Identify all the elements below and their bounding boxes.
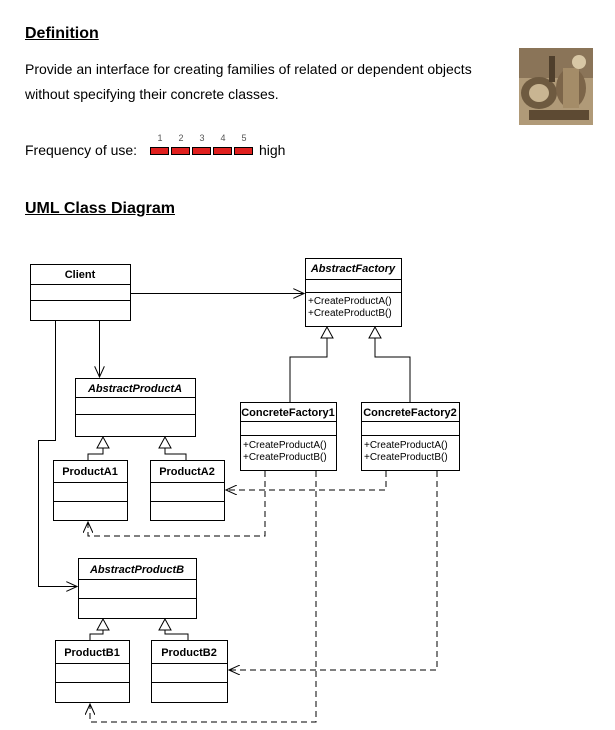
client-associations <box>38 294 305 587</box>
abstract-factory-name: AbstractFactory <box>310 263 396 275</box>
abstract-factory-op-b: +CreateProductB() <box>308 308 392 319</box>
frequency-scale-3: 3 <box>199 133 205 143</box>
abstract-product-a-class <box>75 378 196 437</box>
frequency-segment <box>171 147 190 155</box>
concrete-factory1-op-b: +CreateProductB() <box>243 452 327 463</box>
product-b2-name: ProductB2 <box>161 647 217 659</box>
abstract-factory-op-a: +CreateProductA() <box>308 296 392 307</box>
product-b1-class <box>55 640 130 703</box>
product-b1-name: ProductB1 <box>64 647 120 659</box>
concrete-factory1-name: ConcreteFactory1 <box>241 407 335 419</box>
frequency-segment <box>150 147 169 155</box>
concrete-factory1-class <box>240 402 337 471</box>
frequency-scale-2: 2 <box>178 133 184 143</box>
client-name: Client <box>65 269 96 281</box>
uml-class-diagram: Client AbstractFactory +CreateProductA()… <box>30 258 460 723</box>
product-b2-class <box>151 640 228 703</box>
frequency-rating: 1 2 3 4 5 <box>150 133 254 157</box>
definition-heading: Definition <box>25 25 99 42</box>
uml-heading: UML Class Diagram <box>25 200 175 217</box>
concrete-factory2-name: ConcreteFactory2 <box>363 407 457 419</box>
product-a1-name: ProductA1 <box>62 466 118 478</box>
concrete-factory2-class <box>361 402 460 471</box>
abstract-factory-class <box>305 258 402 327</box>
definition-text: Provide an interface for creating famili… <box>25 61 472 102</box>
product-a2-class <box>150 460 225 521</box>
product-a1-class <box>53 460 128 521</box>
concrete-factory2-op-a: +CreateProductA() <box>364 440 448 451</box>
abstract-product-b-class <box>78 558 197 619</box>
frequency-scale-5: 5 <box>241 133 247 143</box>
abstract-product-a-name: AbstractProductA <box>87 383 182 395</box>
illustration-image <box>519 48 593 125</box>
frequency-segment <box>213 147 232 155</box>
frequency-label: Frequency of use: <box>25 142 138 158</box>
product-a-inheritance <box>87 435 187 460</box>
abstract-product-b-name: AbstractProductB <box>89 564 184 576</box>
frequency-scale-1: 1 <box>157 133 163 143</box>
concrete-factory2-op-b: +CreateProductB() <box>364 452 448 463</box>
frequency-scale-4: 4 <box>220 133 226 143</box>
concrete-factory1-op-a: +CreateProductA() <box>243 440 327 451</box>
frequency-segment <box>234 147 253 155</box>
client-class <box>30 264 131 321</box>
product-a2-name: ProductA2 <box>159 466 215 478</box>
product-b-inheritance <box>89 617 189 640</box>
creation-dependencies <box>88 471 438 723</box>
frequency-segment <box>192 147 211 155</box>
frequency-high-label: high <box>259 142 286 158</box>
factory-inheritance <box>289 325 411 402</box>
